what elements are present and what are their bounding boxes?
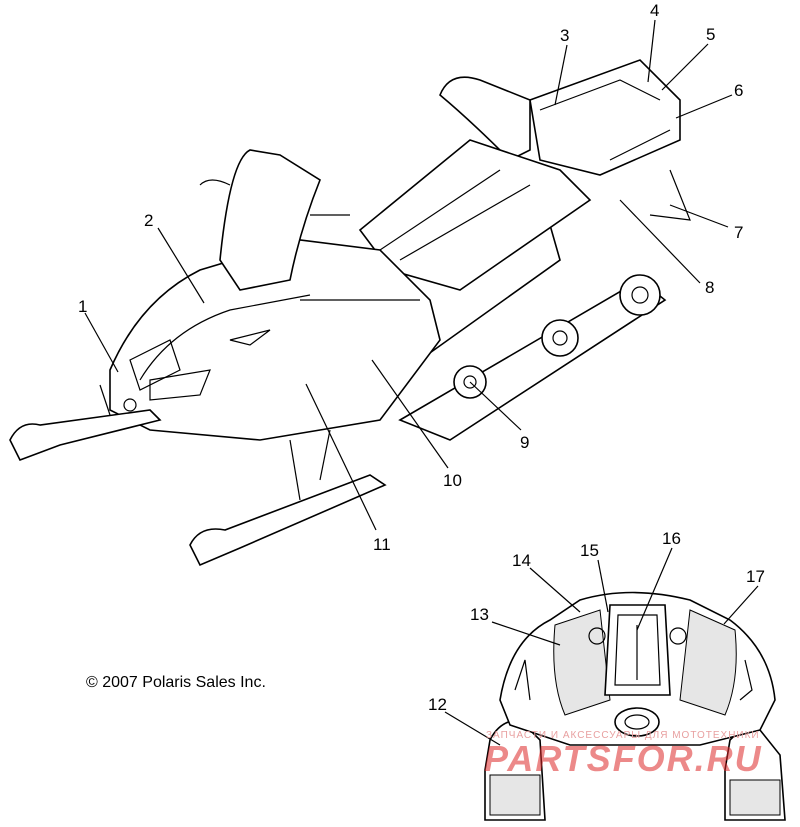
watermark-tagline: ЗАПЧАСТИ И АКСЕССУАРЫ ДЛЯ МОТОТЕХНИКИ xyxy=(486,730,760,741)
copyright-notice: © 2007 Polaris Sales Inc. xyxy=(86,674,266,691)
callout-13: 13 xyxy=(470,605,489,624)
callout-5: 5 xyxy=(706,25,715,44)
callout-2: 2 xyxy=(144,211,153,230)
snowmobile-main-view xyxy=(9,59,691,567)
watermark-brand: PARTSFOR.RU xyxy=(484,738,763,779)
callout-17: 17 xyxy=(746,567,765,586)
callout-6: 6 xyxy=(734,81,743,100)
callout-labels: 1 2 3 4 5 6 7 8 9 10 11 12 13 14 15 16 1… xyxy=(78,1,765,714)
callout-9: 9 xyxy=(520,433,529,452)
callout-14: 14 xyxy=(512,551,531,570)
leader-lines xyxy=(84,19,759,746)
callout-12: 12 xyxy=(428,695,447,714)
callout-1: 1 xyxy=(78,297,87,316)
callout-4: 4 xyxy=(650,1,659,20)
callout-15: 15 xyxy=(580,541,599,560)
callout-16: 16 xyxy=(662,529,681,548)
callout-8: 8 xyxy=(705,278,714,297)
callout-10: 10 xyxy=(443,471,462,490)
callout-3: 3 xyxy=(560,26,569,45)
hood-front-view xyxy=(484,591,786,821)
callout-11: 11 xyxy=(373,535,391,554)
callout-7: 7 xyxy=(734,223,743,242)
